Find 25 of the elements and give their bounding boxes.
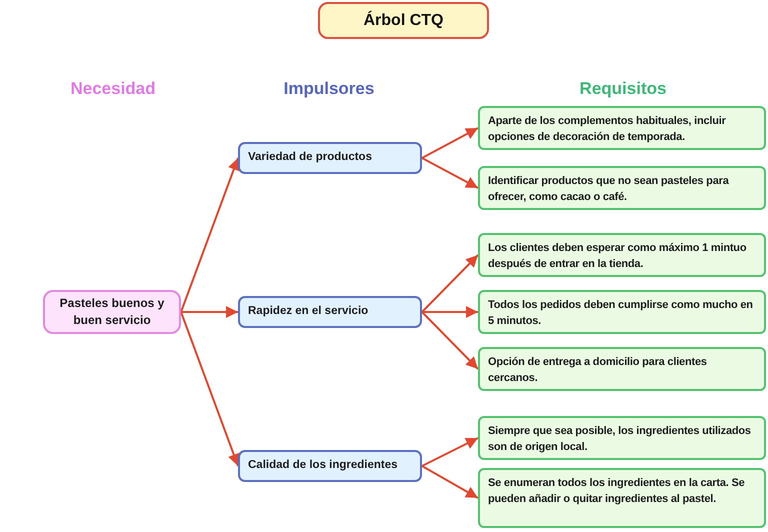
requirement-box: Aparte de los complementos habituales, incluir opciones de decoración de temporada.	[478, 106, 766, 150]
column-heading: Requisitos	[578, 78, 668, 100]
title-box: Árbol CTQ	[318, 2, 489, 39]
requirement-box: Opción de entrega a domicilio para clientes cercanos.	[478, 347, 766, 391]
requirement-box: Todos los pedidos deben cumplirse como mucho en 5 minutos.	[478, 290, 766, 334]
arrow	[180, 312, 240, 466]
driver-box: Calidad de los ingredientes	[238, 450, 422, 482]
need-box: Pasteles buenos y buen servicio	[43, 290, 181, 334]
column-heading: Necesidad	[69, 78, 157, 100]
arrow	[422, 465, 478, 499]
requirement-box: Identificar productos que no sean pasteles para ofrecer, como cacao o café.	[478, 166, 766, 210]
requirement-box: Los clientes deben esperar como máximo 1 mintuo después de entrar en la tienda.	[478, 233, 766, 277]
driver-box: Variedad de productos	[238, 142, 422, 174]
arrow	[422, 127, 478, 159]
arrow	[181, 306, 238, 318]
column-heading: Impulsores	[282, 78, 376, 100]
arrow	[422, 157, 478, 189]
arrow	[421, 311, 479, 370]
arrow	[180, 158, 240, 312]
arrow	[421, 254, 479, 313]
requirement-box: Siempre que sea posible, los ingredientes utilizados son de origen local.	[478, 416, 766, 460]
arrow	[422, 437, 478, 467]
requirement-box: Se enumeran todos los ingredientes en la carta. Se pueden añadir o quitar ingredientes al pastel.	[478, 468, 766, 528]
driver-box: Rapidez en el servicio	[238, 296, 422, 328]
arrow	[422, 306, 478, 318]
